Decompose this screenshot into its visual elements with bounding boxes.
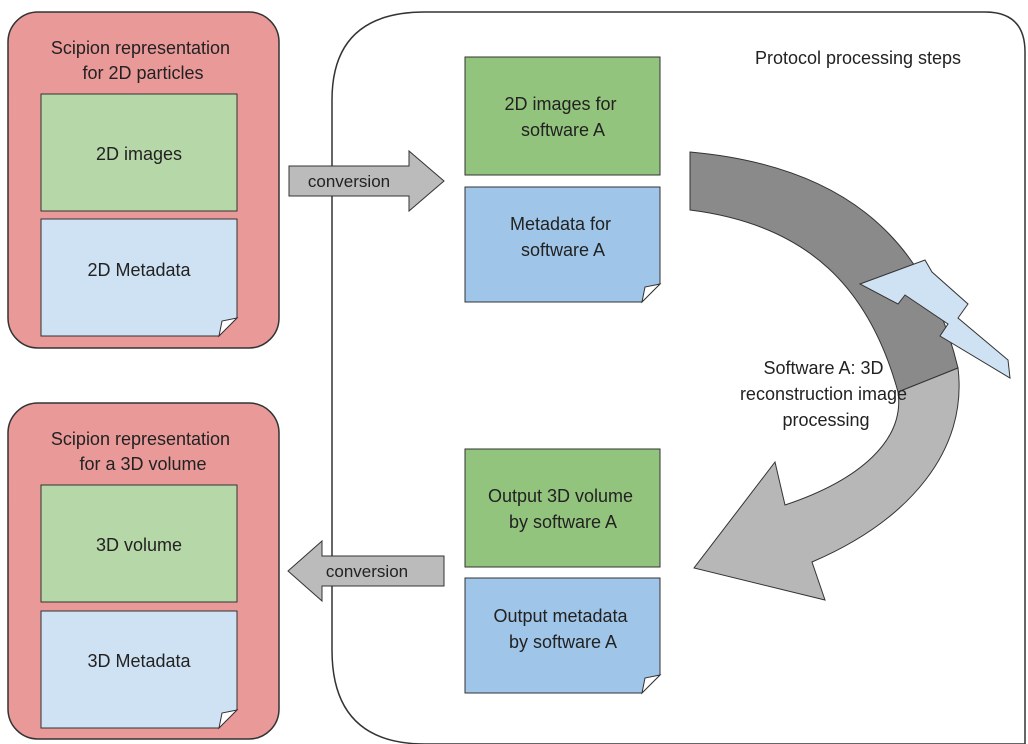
folded-corner-icon — [641, 674, 662, 695]
input-metadata-label: Metadata for software A — [510, 214, 616, 260]
protocol-title: Protocol processing steps — [755, 48, 961, 68]
3d-volume-label: 3D volume — [96, 535, 182, 555]
scipion-3d-title: Scipion representation for a 3D volume — [51, 429, 235, 474]
3d-volume-box — [40, 484, 238, 603]
folded-corner-icon — [641, 283, 662, 304]
folded-corner-icon — [218, 709, 239, 730]
processing-label: Software A: 3D reconstruction image proc… — [740, 358, 912, 430]
conversion-out-arrow — [287, 539, 445, 603]
conversion-out-label: conversion — [326, 562, 408, 581]
conversion-in-arrow — [288, 149, 445, 213]
conversion-in-label: conversion — [308, 172, 390, 191]
input-images-box — [464, 56, 661, 176]
output-volume-box — [464, 448, 661, 568]
output-metadata-label: Output metadata by software A — [493, 606, 632, 652]
input-images-label: 2D images for software A — [504, 94, 621, 140]
folded-corner-icon — [218, 317, 239, 338]
scipion-2d-title: Scipion representation for 2D particles — [51, 38, 235, 83]
lightning-icon — [858, 259, 1011, 379]
3d-metadata-label: 3D Metadata — [87, 651, 191, 671]
curved-arrow-icon — [693, 367, 960, 601]
output-volume-label: Output 3D volume by software A — [488, 486, 638, 532]
2d-images-box — [40, 93, 238, 212]
2d-metadata-label: 2D Metadata — [87, 260, 191, 280]
2d-images-label: 2D images — [96, 144, 182, 164]
